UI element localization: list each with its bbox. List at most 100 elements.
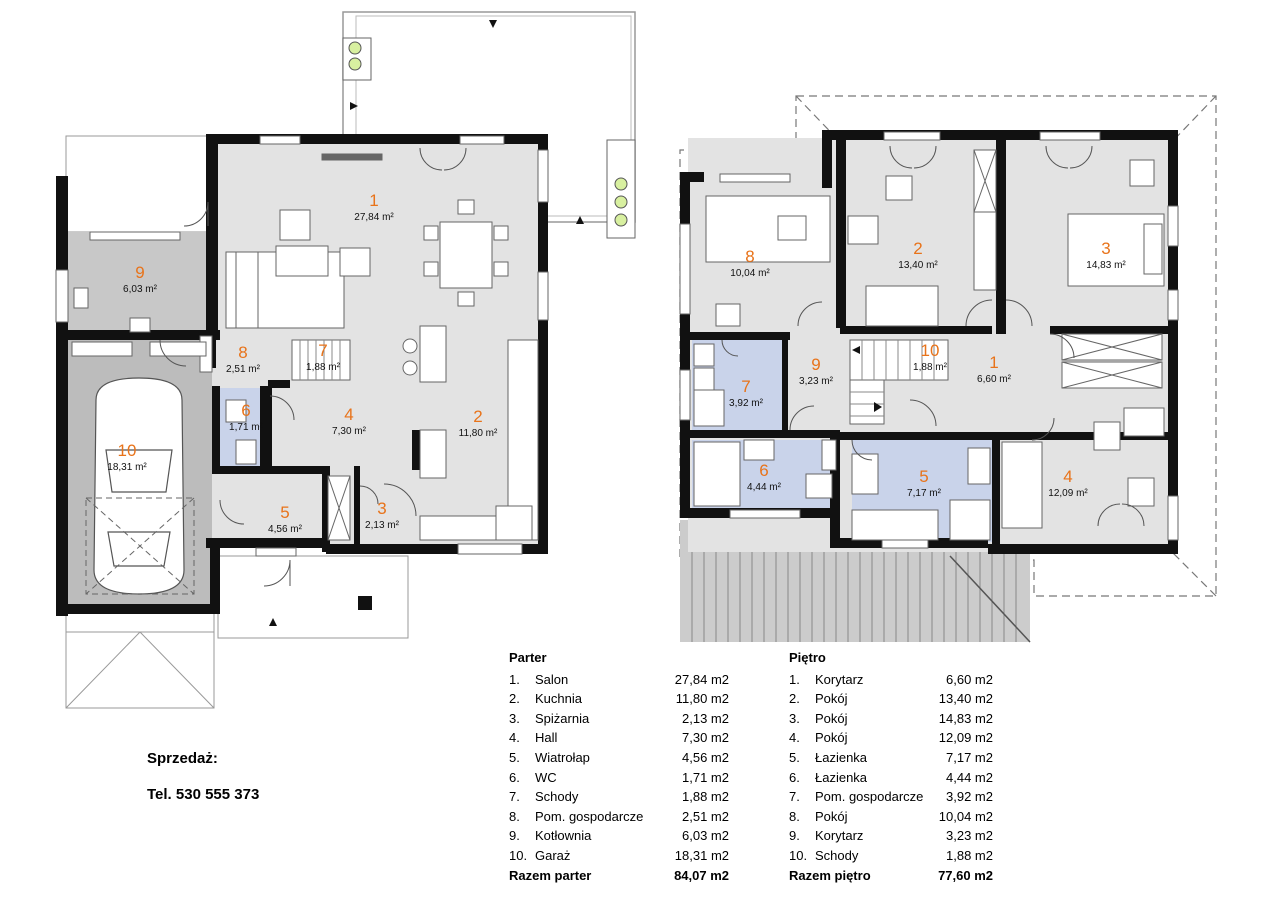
sales-label: Sprzedaż: (147, 750, 218, 767)
room-area: 2,13 m² (365, 520, 400, 531)
legend-item-area: 13,40 m2 (938, 691, 993, 707)
legend-item-name: Pokój (815, 691, 848, 707)
ground-room-label-4: 4 7,30 m² (332, 405, 367, 437)
legend-item-name: Salon (535, 671, 569, 687)
ground-room-label-3: 32,13 m² (365, 499, 400, 531)
plant-icon (614, 213, 628, 227)
upper-windows (679, 131, 1179, 549)
upper-room-label-4: 412,09 m² (1048, 467, 1088, 499)
room-area: 2,51 m² (226, 364, 261, 375)
plant-icon (614, 195, 628, 209)
legend-item-area: 7,30 m2 (682, 730, 729, 746)
carport-outline (65, 611, 215, 709)
room-number: 1 (989, 353, 998, 372)
legend-item-area: 3,92 m2 (946, 789, 993, 805)
stair-arrow-icon (874, 402, 882, 412)
legend-item-name: Pokój (815, 808, 848, 824)
entrance-arrow-icon (269, 618, 277, 626)
room-number: 6 (241, 401, 250, 420)
legend-item-number: 5. (509, 749, 520, 765)
legend-item-number: 5. (789, 749, 800, 765)
room-number: 9 (811, 355, 820, 374)
ground-doors (159, 147, 467, 587)
upper-room-label-8: 8 10,04 m² (730, 247, 770, 279)
legend-item-area: 2,13 m2 (682, 710, 729, 726)
room-area: 7,30 m² (332, 426, 367, 437)
legend-item-name: Kuchnia (535, 691, 582, 707)
upper-furniture (693, 149, 1165, 541)
room-area: 27,84 m² (354, 212, 394, 223)
upper-room-label-9: 93,23 m² (799, 355, 834, 387)
room-number: 4 (344, 405, 353, 424)
legend-item-area: 2,51 m2 (682, 808, 729, 824)
upper-room-label-6: 64,44 m² (747, 461, 782, 493)
upper-stairs-steps (850, 340, 935, 417)
upper-room-label-2: 213,40 m² (898, 239, 938, 271)
upper-room-label-7: 73,92 m² (729, 377, 764, 409)
upper-doors (721, 145, 1145, 527)
ground-room-label-5: 54,56 m² (268, 503, 303, 535)
upper-floor-room-labels: 1 6,60 m² 213,40 m² 314,83 m² 412,09 m² 5 7,17… (729, 239, 1126, 499)
room-area: 6,60 m² (977, 374, 1012, 385)
upper-room-label-3: 314,83 m² (1086, 239, 1126, 271)
room-number: 9 (135, 263, 144, 282)
legend-item-area: 4,44 m2 (946, 769, 993, 785)
legend-item-area: 3,23 m2 (946, 828, 993, 844)
legend-item-name: Korytarz (815, 671, 864, 687)
room-area: 11,80 m² (459, 428, 498, 439)
room-area: 12,09 m² (1048, 488, 1088, 499)
legend-item-name: Schody (535, 789, 579, 805)
room-area: 10,04 m² (730, 268, 770, 279)
legend-title: Piętro (789, 650, 826, 665)
legend-item-name: Schody (815, 847, 859, 863)
ground-room-label-7: 71,88 m² (306, 341, 341, 373)
car-icon (93, 377, 185, 595)
room-area: 6,03 m² (123, 284, 158, 295)
legend-item-area: 14,83 m2 (938, 710, 993, 726)
ground-room-label-9: 9 6,03 m² (123, 263, 158, 295)
plant-icon (348, 57, 362, 71)
ground-floor-plan (55, 11, 636, 709)
legend-item-number: 8. (789, 808, 800, 824)
legend-total-value: 77,60 m2 (938, 867, 993, 883)
legend-item-number: 4. (789, 730, 800, 746)
room-number: 10 (921, 341, 940, 360)
ground-room-label-1: 127,84 m² (354, 191, 394, 223)
legend-total-value: 84,07 m2 (674, 867, 729, 883)
garage-dashed (85, 497, 195, 595)
carport-diagonal (65, 631, 141, 709)
room-area: 7,17 m² (907, 488, 942, 499)
legend-item: 2. Pokój 13,40 m2 (789, 689, 993, 709)
legend-item-number: 2. (789, 691, 800, 707)
plant-icon (348, 41, 362, 55)
legend-title: Parter (509, 650, 547, 665)
room-number: 5 (919, 467, 928, 486)
room-number: 6 (759, 461, 768, 480)
legend-item-name: Łazienka (815, 749, 868, 765)
stairs-steps (299, 340, 341, 380)
legend-total: Razem piętro 77,60 m2 (789, 866, 993, 886)
ground-floor-area (208, 136, 546, 548)
room-number: 10 (118, 441, 137, 460)
room-number: 8 (745, 247, 754, 266)
ground-windows (55, 135, 549, 557)
legend-item-name: WC (535, 769, 557, 785)
ground-furniture (71, 153, 539, 541)
legend-item-number: 8. (509, 808, 520, 824)
legend-item-area: 11,80 m2 (675, 691, 729, 707)
legend-item-name: Spiżarnia (535, 710, 590, 726)
legend-item-area: 27,84 m2 (674, 671, 729, 687)
